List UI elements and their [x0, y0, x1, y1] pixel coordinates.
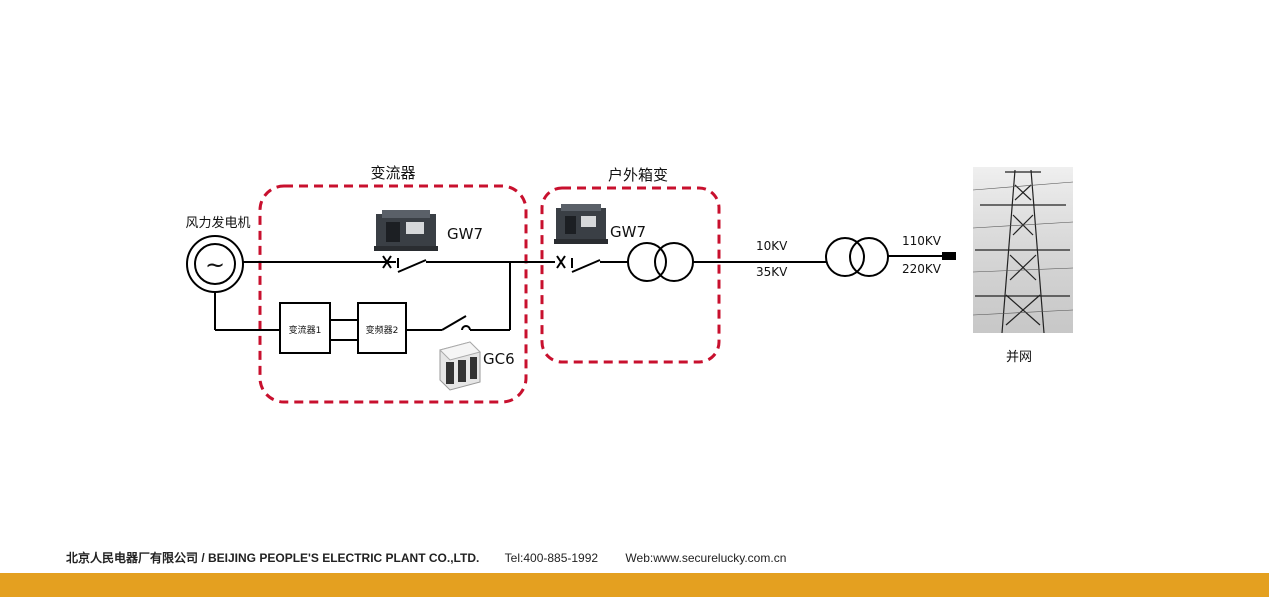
generator-inner-circle [194, 243, 236, 285]
voltage-label-35kv: 35KV [756, 265, 788, 279]
contactor-icon [439, 341, 481, 391]
grid-transformer-symbol [825, 237, 889, 277]
generator-label: 风力发电机 [185, 215, 250, 231]
converter-unit-2-label: 变频器2 [366, 324, 399, 336]
converter-unit-1 [279, 302, 331, 354]
bottom-color-band [0, 573, 1269, 597]
box-breaker-symbol [556, 255, 601, 273]
converter-group-box [258, 184, 528, 404]
converter-unit-2 [357, 302, 407, 354]
converter-group-label: 变流器 [370, 164, 415, 182]
box-breaker-label: GW7 [610, 223, 646, 241]
transmission-tower-icon [972, 167, 1074, 334]
footer-tel: Tel:400-885-1992 [504, 551, 599, 565]
main-breaker-symbol [382, 255, 427, 273]
footer-web: Web:www.securelucky.com.cn [625, 551, 787, 565]
footer: 北京人民电器厂有限公司 / BEIJING PEOPLE'S ELECTRIC … [66, 549, 786, 566]
box-transformer-group-box [540, 186, 721, 364]
circuit-breaker-icon [374, 210, 438, 251]
circuit-breaker-icon [554, 204, 608, 244]
line-terminal [942, 252, 956, 260]
main-breaker-label: GW7 [447, 225, 483, 243]
contactor-label: GC6 [483, 350, 515, 368]
voltage-label-110kv: 110KV [902, 234, 942, 248]
box-transformer-group-label: 户外箱变 [608, 166, 668, 184]
footer-company: 北京人民电器厂有限公司 / BEIJING PEOPLE'S ELECTRIC … [66, 551, 480, 565]
converter-unit-1-label: 变流器1 [289, 324, 322, 336]
grid-label: 并网 [1006, 350, 1032, 365]
voltage-label-220kv: 220KV [902, 262, 942, 276]
contactor-switch-symbol [441, 315, 471, 331]
box-transformer-symbol [627, 242, 694, 282]
generator-symbol: ~ [205, 251, 225, 279]
voltage-label-10kv: 10KV [756, 239, 788, 253]
